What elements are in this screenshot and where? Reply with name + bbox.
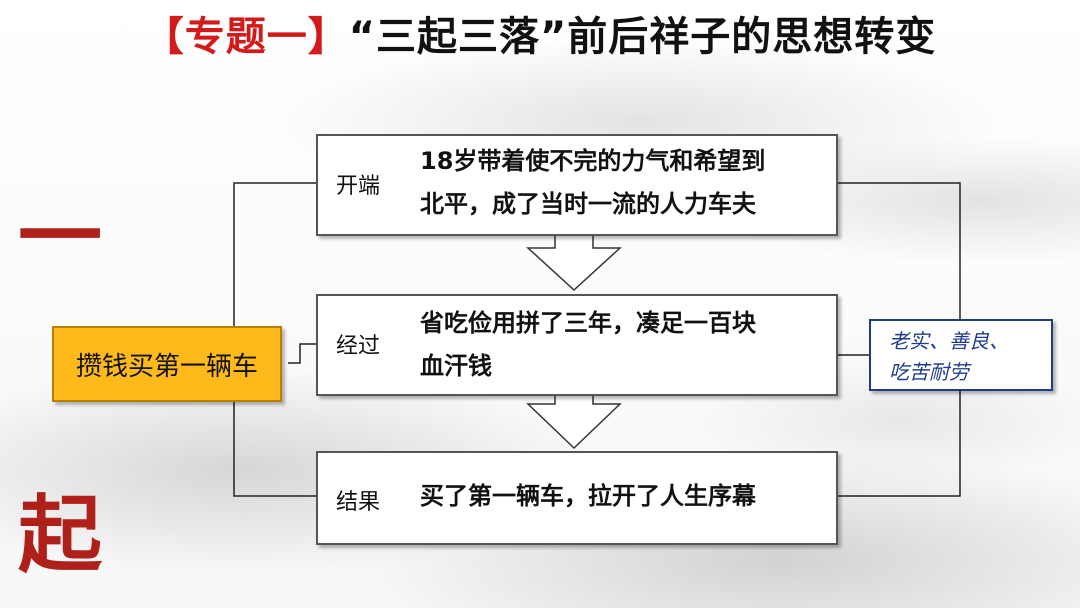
- goal-box: 攒钱买第一辆车: [52, 326, 282, 402]
- stage-text-start-line2: 北平，成了当时一流的人力车夫: [420, 183, 765, 226]
- stage-text-result: 买了第一辆车，拉开了人生序幕: [420, 475, 756, 518]
- stage-text-start-line1: 18岁带着使不完的力气和希望到: [420, 140, 765, 183]
- stage-text-start: 18岁带着使不完的力气和希望到 北平，成了当时一流的人力车夫: [420, 140, 765, 226]
- traits-line1: 老实、善良、: [889, 326, 1051, 357]
- middle-connector: [288, 344, 316, 363]
- traits-line2: 吃苦耐劳: [889, 357, 1051, 388]
- stage-text-process-line2: 血汗钱: [420, 345, 756, 388]
- stage-text-process-line1: 省吃俭用拼了三年，凑足一百块: [420, 302, 756, 345]
- arrow-down-2: [528, 395, 620, 448]
- stage-label-start: 开端: [336, 168, 380, 200]
- arrow-down-1: [528, 234, 620, 290]
- traits-box: 老实、善良、 吃苦耐劳: [869, 319, 1053, 391]
- stage-text-result-line1: 买了第一辆车，拉开了人生序幕: [420, 475, 756, 518]
- stage-label-process: 经过: [336, 328, 380, 360]
- stage-text-process: 省吃俭用拼了三年，凑足一百块 血汗钱: [420, 302, 756, 388]
- stage-label-result: 结果: [336, 484, 380, 516]
